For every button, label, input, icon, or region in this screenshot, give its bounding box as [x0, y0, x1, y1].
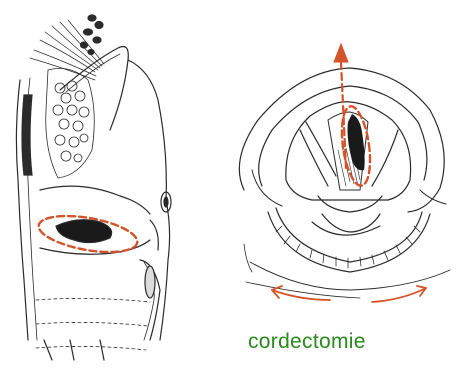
trachea [36, 260, 160, 360]
larynx-endoscopic-view [239, 44, 450, 298]
figure-caption: cordectomie [248, 330, 366, 354]
vocal-cord-lesion [56, 220, 112, 243]
thyroid-cartilage [150, 192, 171, 250]
arytenoids [318, 196, 382, 212]
right-arrow-icon [372, 288, 426, 302]
posterior-column [22, 95, 32, 175]
larynx-sagittal-view [16, 15, 171, 360]
aryepiglottic-folds [286, 102, 411, 200]
mobility-arrows [272, 286, 426, 302]
up-arrow-icon [334, 44, 348, 62]
cord-lesion [348, 114, 365, 170]
cartilage-texture [46, 68, 95, 178]
